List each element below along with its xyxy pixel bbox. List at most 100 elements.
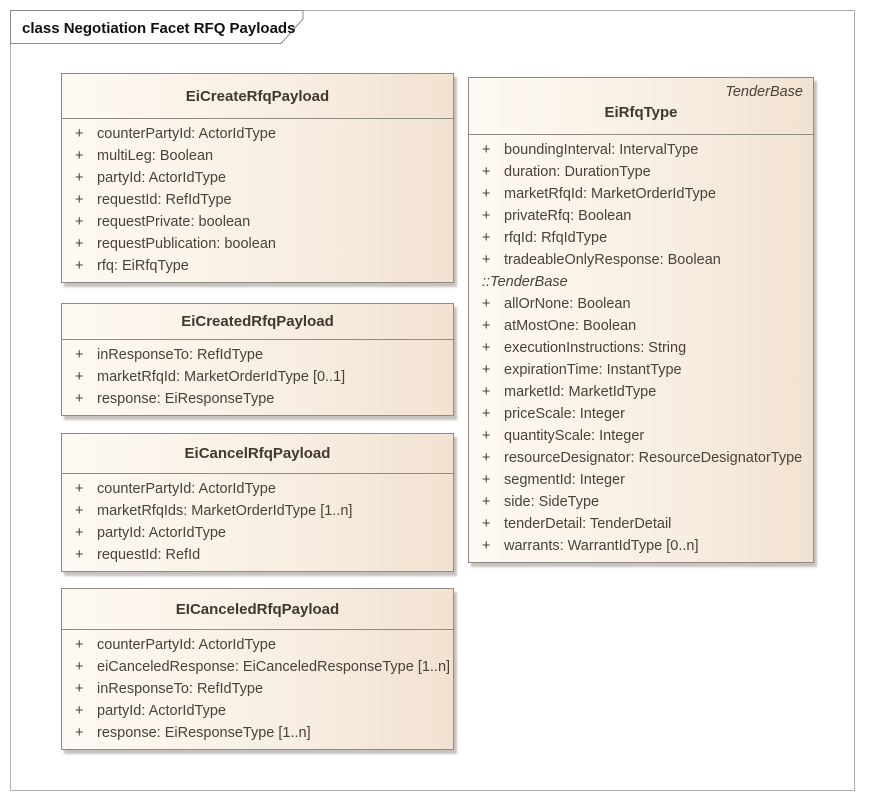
- attribute-text: priceScale: Integer: [504, 406, 625, 422]
- attribute-row: + counterPartyId: ActorIdType: [62, 123, 453, 145]
- attribute-text: rfq: EiRfqType: [97, 258, 189, 274]
- visibility-marker: +: [75, 126, 84, 142]
- visibility-marker: +: [482, 516, 491, 532]
- frame-tab-shape: [10, 10, 304, 44]
- visibility-marker: +: [482, 142, 491, 158]
- attribute-text: warrants: WarrantIdType [0..n]: [504, 538, 699, 554]
- attribute-row: + requestPrivate: boolean: [62, 211, 453, 233]
- attribute-row: + marketRfqId: MarketOrderIdType: [469, 183, 813, 205]
- attribute-text: eiCanceledResponse: EiCanceledResponseTy…: [97, 659, 451, 675]
- frame-title: class Negotiation Facet RFQ Payloads: [22, 20, 295, 37]
- attribute-row: + warrants: WarrantIdType [0..n]: [469, 535, 813, 557]
- visibility-marker: +: [75, 525, 84, 541]
- visibility-marker: +: [75, 347, 84, 363]
- diagram-frame: class Negotiation Facet RFQ Payloads EiC…: [10, 10, 855, 791]
- attribute-row: + tradeableOnlyResponse: Boolean: [469, 249, 813, 271]
- attribute-text: segmentId: Integer: [504, 472, 625, 488]
- visibility-marker: +: [75, 369, 84, 385]
- attribute-row: + response: EiResponseType: [62, 388, 453, 410]
- attribute-text: marketRfqId: MarketOrderIdType [0..1]: [97, 369, 346, 385]
- attribute-row: + inResponseTo: RefIdType: [62, 678, 453, 700]
- attribute-row: + marketId: MarketIdType: [469, 381, 813, 403]
- attribute-row: + partyId: ActorIdType: [62, 522, 453, 544]
- class-name: EiCreatedRfqPayload: [181, 313, 334, 330]
- attribute-text: privateRfq: Boolean: [504, 208, 632, 224]
- visibility-marker: +: [482, 450, 491, 466]
- class-header: EiCreateRfqPayload: [62, 74, 453, 119]
- visibility-marker: +: [75, 148, 84, 164]
- visibility-marker: +: [75, 547, 84, 563]
- visibility-marker: +: [482, 318, 491, 334]
- class-box-eicancelrfqpayload[interactable]: EiCancelRfqPayload + counterPartyId: Act…: [61, 433, 454, 572]
- class-box-eicreatedrfqpayload[interactable]: EiCreatedRfqPayload + inResponseTo: RefI…: [61, 303, 454, 416]
- visibility-marker: +: [75, 503, 84, 519]
- class-box-eicreaterfqpayload[interactable]: EiCreateRfqPayload + counterPartyId: Act…: [61, 73, 454, 283]
- attribute-row: + boundingInterval: IntervalType: [469, 139, 813, 161]
- attribute-list: + boundingInterval: IntervalType + durat…: [469, 135, 813, 271]
- attribute-text: multiLeg: Boolean: [97, 148, 214, 164]
- attribute-text: marketId: MarketIdType: [504, 384, 657, 400]
- attribute-text: tenderDetail: TenderDetail: [504, 516, 672, 532]
- attribute-text: partyId: ActorIdType: [97, 525, 226, 541]
- stereotype-label: TenderBase: [725, 84, 803, 100]
- attribute-row: + response: EiResponseType [1..n]: [62, 722, 453, 744]
- visibility-marker: +: [75, 703, 84, 719]
- attribute-text: partyId: ActorIdType: [97, 170, 226, 186]
- attribute-text: atMostOne: Boolean: [504, 318, 637, 334]
- attribute-text: rfqId: RfqIdType: [504, 230, 608, 246]
- attribute-row: + resourceDesignator: ResourceDesignator…: [469, 447, 813, 469]
- class-header: TenderBase EiRfqType: [469, 78, 813, 135]
- visibility-marker: +: [482, 472, 491, 488]
- visibility-marker: +: [75, 725, 84, 741]
- class-name: EiCreateRfqPayload: [185, 87, 330, 105]
- visibility-marker: +: [75, 236, 84, 252]
- attribute-row: + atMostOne: Boolean: [469, 315, 813, 337]
- class-box-eirfqtype[interactable]: TenderBase EiRfqType + boundingInterval:…: [468, 77, 814, 563]
- attribute-row: + partyId: ActorIdType: [62, 167, 453, 189]
- attribute-text: response: EiResponseType [1..n]: [97, 725, 311, 741]
- attribute-text: boundingInterval: IntervalType: [504, 142, 699, 158]
- visibility-marker: +: [75, 170, 84, 186]
- attribute-text: resourceDesignator: ResourceDesignatorTy…: [504, 450, 803, 466]
- attribute-text: tradeableOnlyResponse: Boolean: [504, 252, 721, 268]
- attribute-row: + requestPublication: boolean: [62, 233, 453, 255]
- attribute-text: requestPublication: boolean: [97, 236, 276, 252]
- visibility-marker: +: [75, 192, 84, 208]
- attribute-text: inResponseTo: RefIdType: [97, 347, 264, 363]
- attribute-row: + quantityScale: Integer: [469, 425, 813, 447]
- attribute-row: + priceScale: Integer: [469, 403, 813, 425]
- attribute-list: + counterPartyId: ActorIdType + marketRf…: [62, 474, 453, 566]
- attribute-row: + requestId: RefId: [62, 544, 453, 566]
- attribute-text: expirationTime: InstantType: [504, 362, 682, 378]
- attribute-text: marketRfqIds: MarketOrderIdType [1..n]: [97, 503, 353, 519]
- attribute-text: response: EiResponseType: [97, 391, 275, 407]
- attribute-row: + privateRfq: Boolean: [469, 205, 813, 227]
- inherited-attribute-list: + allOrNone: Boolean + atMostOne: Boolea…: [469, 293, 813, 557]
- attribute-text: side: SideType: [504, 494, 600, 510]
- attribute-row: + segmentId: Integer: [469, 469, 813, 491]
- attribute-text: inResponseTo: RefIdType: [97, 681, 264, 697]
- attribute-row: + rfq: EiRfqType: [62, 255, 453, 277]
- attribute-row: + partyId: ActorIdType: [62, 700, 453, 722]
- visibility-marker: +: [482, 384, 491, 400]
- class-box-eicanceledrfqpayload[interactable]: EICanceledRfqPayload + counterPartyId: A…: [61, 588, 454, 750]
- visibility-marker: +: [75, 637, 84, 653]
- attribute-text: duration: DurationType: [504, 164, 651, 180]
- attribute-text: counterPartyId: ActorIdType: [97, 637, 276, 653]
- attribute-text: allOrNone: Boolean: [504, 296, 631, 312]
- class-name: EiRfqType: [604, 104, 678, 121]
- visibility-marker: +: [75, 481, 84, 497]
- attribute-text: counterPartyId: ActorIdType: [97, 481, 276, 497]
- visibility-marker: +: [482, 230, 491, 246]
- visibility-marker: +: [482, 406, 491, 422]
- attribute-text: marketRfqId: MarketOrderIdType: [504, 186, 716, 202]
- visibility-marker: +: [482, 340, 491, 356]
- visibility-marker: +: [482, 296, 491, 312]
- visibility-marker: +: [482, 362, 491, 378]
- attribute-row: + inResponseTo: RefIdType: [62, 344, 453, 366]
- attribute-text: partyId: ActorIdType: [97, 703, 226, 719]
- attribute-row: + eiCanceledResponse: EiCanceledResponse…: [62, 656, 453, 678]
- visibility-marker: +: [482, 208, 491, 224]
- visibility-marker: +: [482, 428, 491, 444]
